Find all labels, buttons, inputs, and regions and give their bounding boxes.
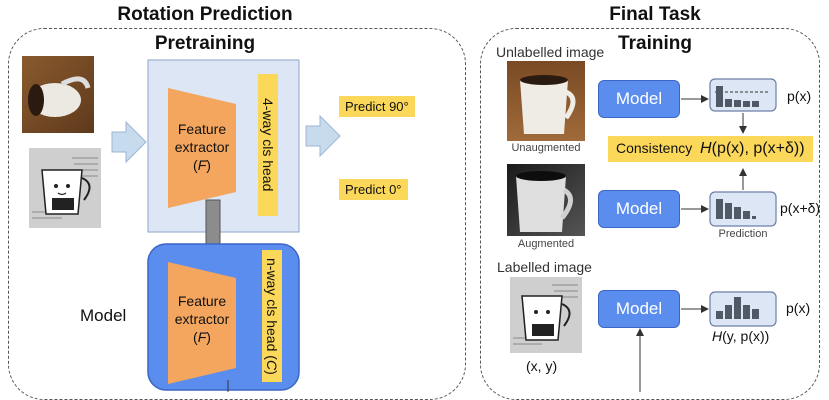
predict-90-label: Predict 90° — [339, 96, 415, 117]
mug-photo-lying — [22, 56, 94, 133]
predict-0-label: Predict 0° — [339, 179, 408, 200]
left-title: Rotation Prediction — [117, 4, 293, 25]
pxd-label: p(x+δ) — [780, 200, 821, 216]
extractor-var: F — [197, 157, 207, 173]
px-label-2: p(x) — [786, 300, 811, 316]
feature-extractor-trapezoid — [168, 88, 236, 208]
px-label: p(x) — [787, 88, 812, 104]
xy-label: (x, y) — [526, 358, 558, 374]
labelled-image-label: Labelled image — [497, 259, 592, 275]
n-way-cls-head: n-way cls head (C) — [262, 250, 282, 382]
unlabelled-image-label: Unlabelled image — [496, 44, 605, 60]
model-box-labelled: Model — [598, 290, 680, 328]
cartoon-mug-image-labelled — [510, 277, 582, 353]
feature-extractor-label: Feature extractor (F) — [168, 120, 236, 174]
output-block-arrow — [305, 114, 341, 158]
augmented-label: Augmented — [517, 238, 575, 250]
hist-px — [709, 78, 777, 112]
extractor-line2: extractor — [174, 139, 230, 155]
cartoon-mug-image — [29, 148, 101, 228]
right-subtitle: Training — [618, 33, 692, 54]
model-box-augmented: Model — [598, 190, 680, 228]
feature-extractor-trapezoid-2 — [168, 262, 236, 384]
mug-photo-augmented — [507, 164, 585, 236]
left-subtitle: Pretraining — [154, 33, 256, 54]
mug-photo-unaugmented — [507, 61, 585, 141]
consistency-box: Consistency H(p(x), p(x+δ)) — [608, 136, 813, 162]
loss-label: H(y, p(x)) — [712, 328, 770, 344]
unaugmented-label: Unaugmented — [511, 142, 581, 154]
input-block-arrow — [111, 120, 147, 164]
model-label: Model — [80, 306, 127, 325]
left-panel — [8, 28, 466, 400]
hist-pxd — [709, 191, 777, 227]
extractor-line1: Feature — [177, 121, 227, 137]
hist-labelled — [709, 291, 777, 327]
prediction-label: Prediction — [718, 228, 768, 240]
right-title: Final Task — [609, 4, 701, 25]
model-box-unaugmented: Model — [598, 80, 680, 118]
feature-extractor-label-2: Feature extractor (F) — [174, 293, 230, 345]
four-way-cls-head: 4-way cls head — [258, 74, 278, 216]
